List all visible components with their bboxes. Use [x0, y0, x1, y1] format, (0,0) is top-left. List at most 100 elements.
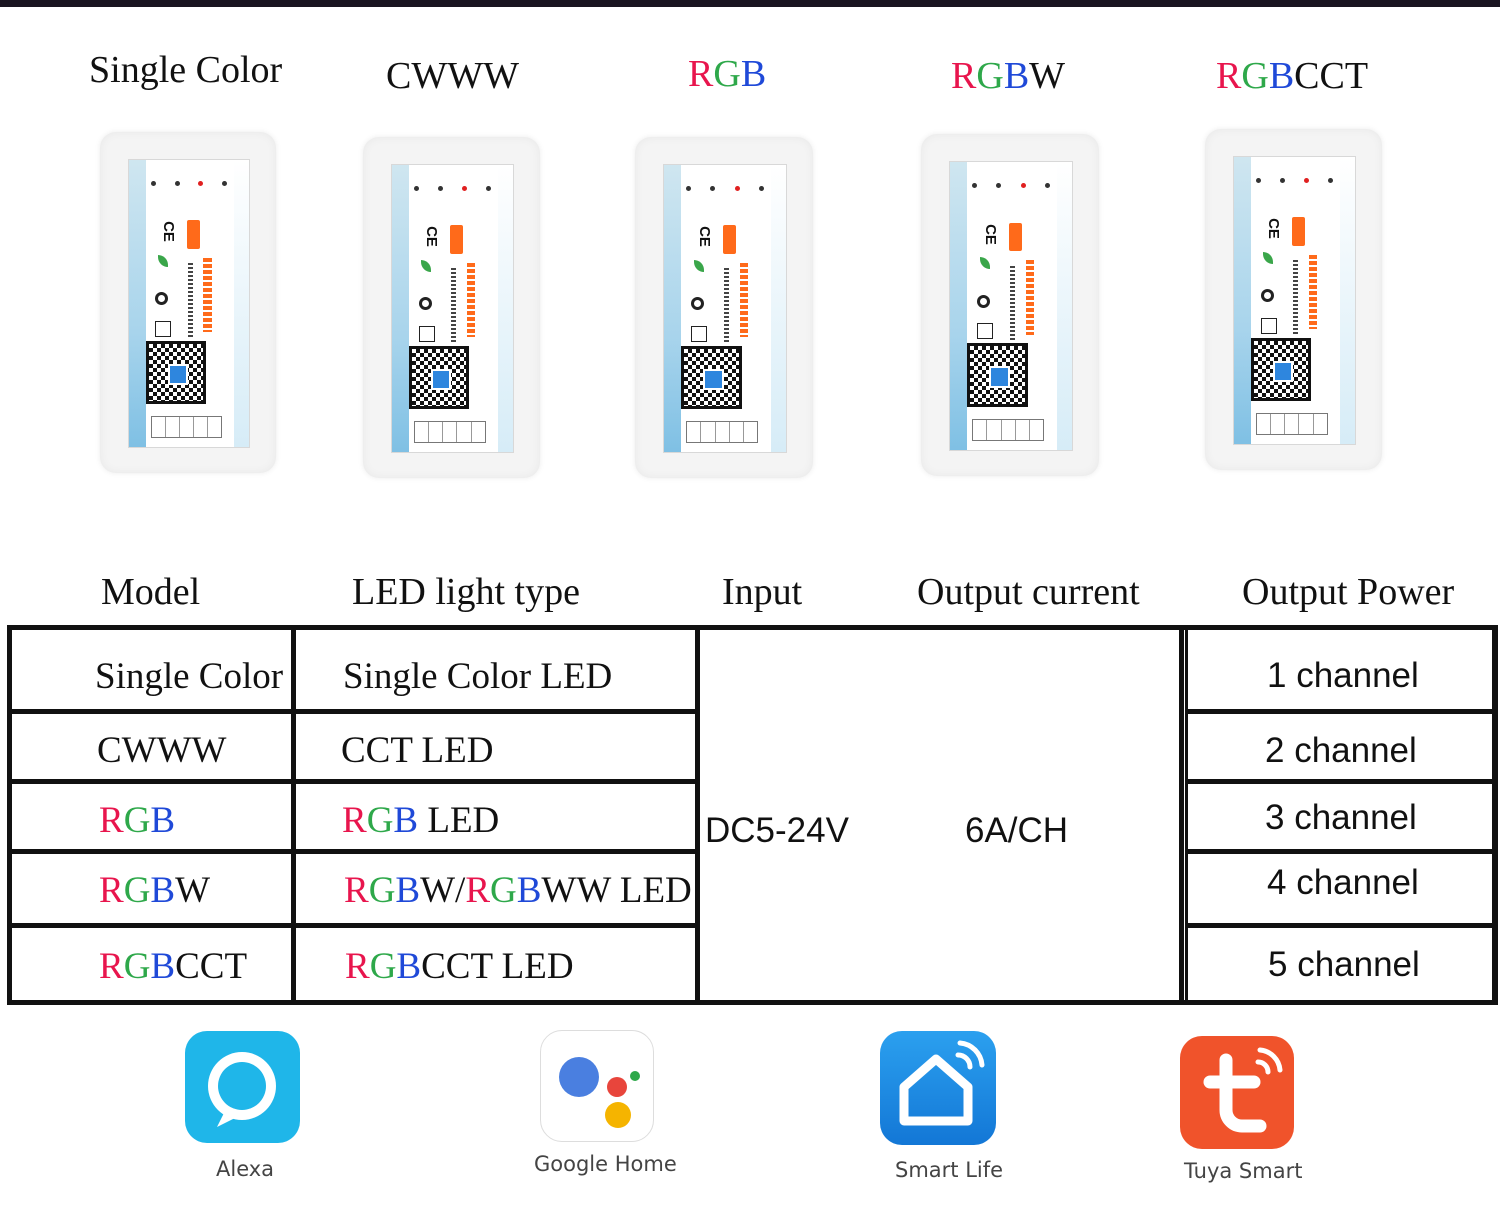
rohs-leaf-icon	[693, 259, 704, 272]
product-title-rgb: RGB	[688, 52, 766, 96]
qr-code-icon	[967, 343, 1028, 407]
model-cell: CWWW	[97, 729, 226, 772]
text-segment: R	[342, 800, 367, 841]
text-segment: R	[344, 870, 369, 911]
text-segment: B	[150, 870, 176, 911]
text-segment: R	[99, 800, 124, 841]
ce-mark-icon: CE	[1265, 218, 1283, 240]
qr-code-icon	[1251, 337, 1312, 401]
output-power-cell: 4 channel	[1267, 863, 1419, 902]
text-segment: G	[1241, 55, 1269, 97]
input-value: DC5-24V	[705, 811, 849, 850]
text-segment: R	[951, 55, 977, 97]
weee-bin-icon	[155, 320, 172, 337]
led-type-cell: RGB LED	[342, 799, 499, 842]
tuya-logo-icon	[450, 225, 464, 255]
model-cell: RGBCCT	[99, 945, 247, 988]
text-segment: W	[1029, 55, 1066, 97]
text-segment: R	[99, 946, 124, 987]
text-segment: B	[395, 870, 421, 911]
google-home-label: Google Home	[534, 1152, 677, 1176]
tuya-smart-label: Tuya Smart	[1184, 1159, 1303, 1183]
text-segment: B	[1268, 55, 1295, 97]
output-power-cell: 5 channel	[1268, 945, 1420, 984]
model-cell: Single Color	[95, 655, 283, 698]
text-segment: R	[99, 870, 124, 911]
qr-code-icon	[409, 345, 470, 409]
text-segment: G	[369, 946, 397, 987]
spec-table: Single Color CWWW RGB RGBW RGBCCT Single…	[7, 625, 1498, 1005]
rohs-leaf-icon	[421, 259, 432, 272]
header-output-power: Output Power	[1242, 571, 1455, 613]
text-segment: G	[490, 870, 517, 911]
controller-image-rgbw: CE	[921, 134, 1099, 476]
alexa-label: Alexa	[216, 1157, 275, 1181]
text-segment: R	[1216, 55, 1242, 97]
text-segment: G	[976, 55, 1004, 97]
top-border	[0, 0, 1500, 7]
led-type-cell: RGBCCT LED	[345, 945, 574, 988]
tuya-smart-icon	[1180, 1036, 1294, 1149]
weee-bin-icon	[1260, 317, 1277, 334]
text-segment: CCT	[1294, 55, 1369, 97]
tuya-logo-icon	[722, 225, 736, 255]
product-title-rgbw: RGBW	[951, 54, 1065, 98]
model-cell: RGBW	[99, 869, 210, 912]
model-cell: RGB	[99, 799, 175, 842]
led-type-cell: RGBW/RGBWW LED	[344, 869, 692, 912]
text-segment: CCT	[175, 946, 248, 987]
text-segment: CWWW	[386, 55, 519, 97]
controller-image-single-color: CE	[100, 132, 276, 473]
controller-label: CE	[949, 161, 1073, 451]
text-segment: CWWW	[97, 730, 227, 771]
output-current-value: 6A/CH	[965, 811, 1069, 850]
text-segment: R	[465, 870, 490, 911]
recycle-icon	[1260, 289, 1274, 303]
text-segment: B	[516, 870, 542, 911]
header-led-type: LED light type	[352, 571, 580, 613]
controller-label: CE	[391, 164, 514, 453]
led-type-cell: Single Color LED	[343, 655, 612, 698]
qr-code-icon	[681, 345, 742, 409]
text-segment: B	[396, 946, 422, 987]
ce-mark-icon: CE	[981, 223, 999, 245]
output-power-cell: 3 channel	[1265, 798, 1417, 837]
recycle-icon	[418, 297, 432, 311]
rohs-leaf-icon	[157, 254, 168, 267]
text-segment: Single Color	[95, 656, 284, 697]
recycle-icon	[977, 294, 991, 308]
tuya-logo-icon	[1292, 217, 1306, 247]
text-segment: G	[368, 870, 396, 911]
rohs-leaf-icon	[979, 257, 990, 270]
header-output-current: Output current	[917, 571, 1140, 613]
text-segment: R	[688, 53, 714, 95]
product-title-rgbcct: RGBCCT	[1216, 54, 1368, 98]
qr-code-icon	[145, 340, 206, 404]
text-segment: W/	[420, 870, 466, 911]
smart-life-icon	[880, 1031, 996, 1145]
controller-label: CE	[1233, 156, 1356, 445]
ce-mark-icon: CE	[695, 226, 713, 248]
controller-label: CE	[128, 159, 250, 448]
controller-image-cwww: CE	[363, 137, 540, 478]
text-segment: G	[713, 53, 741, 95]
text-segment: CCT LED	[341, 730, 494, 771]
tuya-logo-icon	[186, 220, 200, 250]
weee-bin-icon	[418, 325, 435, 342]
text-segment: B	[150, 800, 176, 841]
text-segment: B	[740, 53, 767, 95]
google-assistant-icon	[540, 1030, 654, 1142]
weee-bin-icon	[691, 325, 708, 342]
rohs-leaf-icon	[1263, 251, 1274, 264]
product-title-single-color: Single Color	[89, 48, 282, 92]
alexa-icon	[185, 1031, 300, 1143]
text-segment: G	[123, 870, 151, 911]
ce-mark-icon: CE	[423, 226, 441, 248]
controller-label: CE	[663, 164, 787, 453]
output-power-cell: 2 channel	[1265, 731, 1417, 770]
tuya-logo-icon	[1008, 222, 1022, 252]
text-segment: Single Color LED	[343, 656, 613, 697]
text-segment: G	[123, 946, 151, 987]
led-type-cell: CCT LED	[341, 729, 493, 772]
text-segment: LED	[418, 800, 500, 841]
